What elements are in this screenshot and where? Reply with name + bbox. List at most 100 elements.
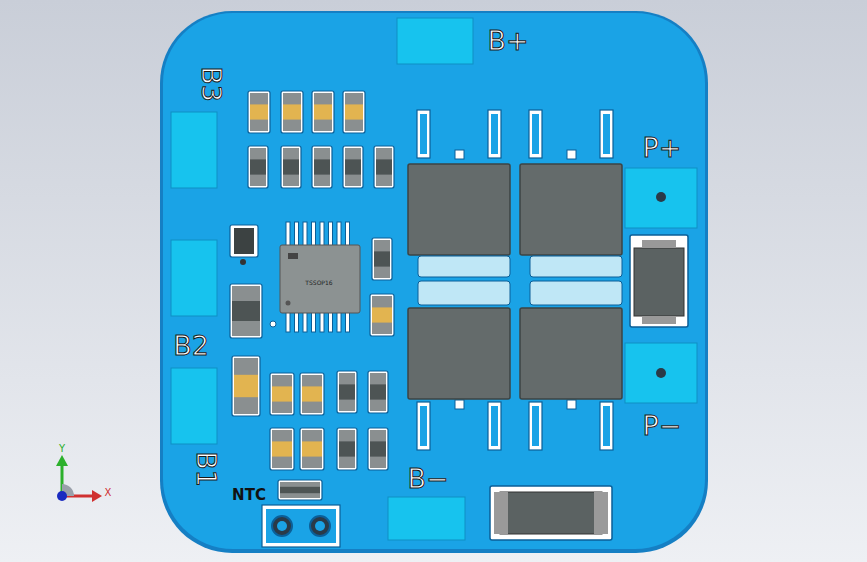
smd-body (345, 104, 363, 119)
smd-outline (230, 284, 262, 338)
ic-pin (303, 222, 307, 246)
ic-pin (320, 222, 324, 246)
ntc-hole-inner (315, 521, 325, 531)
pad-label: B+ (487, 27, 528, 54)
mosfet-tab (567, 400, 576, 409)
smd-end (345, 148, 361, 186)
mosfet-pad (530, 256, 622, 277)
mosfet-lead (529, 402, 542, 450)
smd-resistor (345, 159, 361, 174)
pad-label: B2 (173, 332, 209, 359)
ic-pin (295, 222, 299, 246)
smd-outline (248, 91, 270, 133)
smd-resistor (370, 441, 386, 456)
shunt-end (594, 492, 608, 534)
pad-b3 (171, 112, 217, 188)
smd-resistor (314, 159, 330, 174)
smd-end (370, 430, 386, 468)
smd-outline (270, 428, 294, 470)
smd-end (232, 286, 260, 336)
mosfet-body (408, 308, 510, 399)
ic-logo (288, 253, 298, 259)
via-hole (656, 368, 666, 378)
mosfet-tab (567, 150, 576, 159)
ic-pin (346, 222, 350, 246)
smd-resistor (374, 251, 390, 266)
smd-outline (278, 480, 322, 500)
pad-b2 (171, 240, 217, 316)
mosfet-lead (488, 110, 501, 158)
pad-label: P− (643, 412, 682, 439)
mosfet-lead (529, 110, 542, 158)
ntc-outline (262, 505, 340, 547)
smd-outline (281, 91, 303, 133)
smd-end (374, 240, 390, 278)
mosfet-lead (488, 402, 501, 450)
smd-body (250, 104, 268, 119)
pad-bminus (388, 497, 465, 540)
smd-cap (302, 430, 322, 468)
mosfet-tab (455, 400, 464, 409)
smd-body (283, 104, 301, 119)
board-edge (160, 11, 708, 553)
ic-body (280, 245, 360, 313)
via-hole (656, 192, 666, 202)
mosfet-pad (530, 281, 622, 305)
lead-inner (420, 406, 427, 446)
smd-end (339, 373, 355, 411)
smd-cap (302, 375, 322, 413)
ntc-hole (272, 516, 292, 536)
smd-outline (337, 371, 357, 413)
diode-end (642, 316, 676, 324)
smd-outline (374, 146, 394, 188)
smd-outline (232, 356, 260, 416)
x-arrow (92, 490, 102, 502)
smd-cap (283, 93, 301, 131)
chip-marking: TSSOP16 (305, 280, 332, 286)
y-arrow (56, 455, 68, 466)
smd-end (250, 148, 266, 186)
smd-outline (368, 371, 388, 413)
transistor-outline (230, 225, 258, 257)
smd-cap (272, 375, 292, 413)
pad-pplus (625, 168, 697, 228)
smd-body (302, 386, 322, 401)
smd-resistor (339, 384, 355, 399)
pad-pminus (625, 343, 697, 403)
diode-body (634, 248, 684, 316)
smd-end (280, 482, 320, 498)
diode-end (642, 240, 676, 248)
ntc-hole-inner (277, 521, 287, 531)
smd-end (314, 148, 330, 186)
shunt-end (494, 492, 508, 534)
lead-inner (532, 406, 539, 446)
mosfet-lead (417, 402, 430, 450)
pad-label: B1 (193, 451, 220, 487)
smd-body (234, 375, 258, 397)
mosfet-body (408, 164, 510, 255)
smd-body (314, 104, 332, 119)
smd-outline (300, 373, 324, 415)
smd-outline (337, 428, 357, 470)
smd-outline (368, 428, 388, 470)
lead-inner (491, 406, 498, 446)
lead-inner (532, 114, 539, 154)
smd-end (376, 148, 392, 186)
smd-cap (314, 93, 332, 131)
smd-body (372, 307, 392, 322)
smd-resistor (250, 159, 266, 174)
fiducial (270, 321, 276, 327)
smd-outline (270, 373, 294, 415)
lead-inner (491, 114, 498, 154)
smd-outline (281, 146, 301, 188)
transistor-body (234, 228, 254, 254)
pad-label: P+ (643, 134, 682, 161)
smd-outline (370, 294, 394, 336)
smd-resistor (339, 441, 355, 456)
ic-pin (312, 222, 316, 246)
smd-outline (300, 428, 324, 470)
z-axis (57, 491, 67, 501)
ntc-hole (310, 516, 330, 536)
mosfet-body (520, 308, 622, 399)
connector-label: NTC (232, 488, 266, 503)
